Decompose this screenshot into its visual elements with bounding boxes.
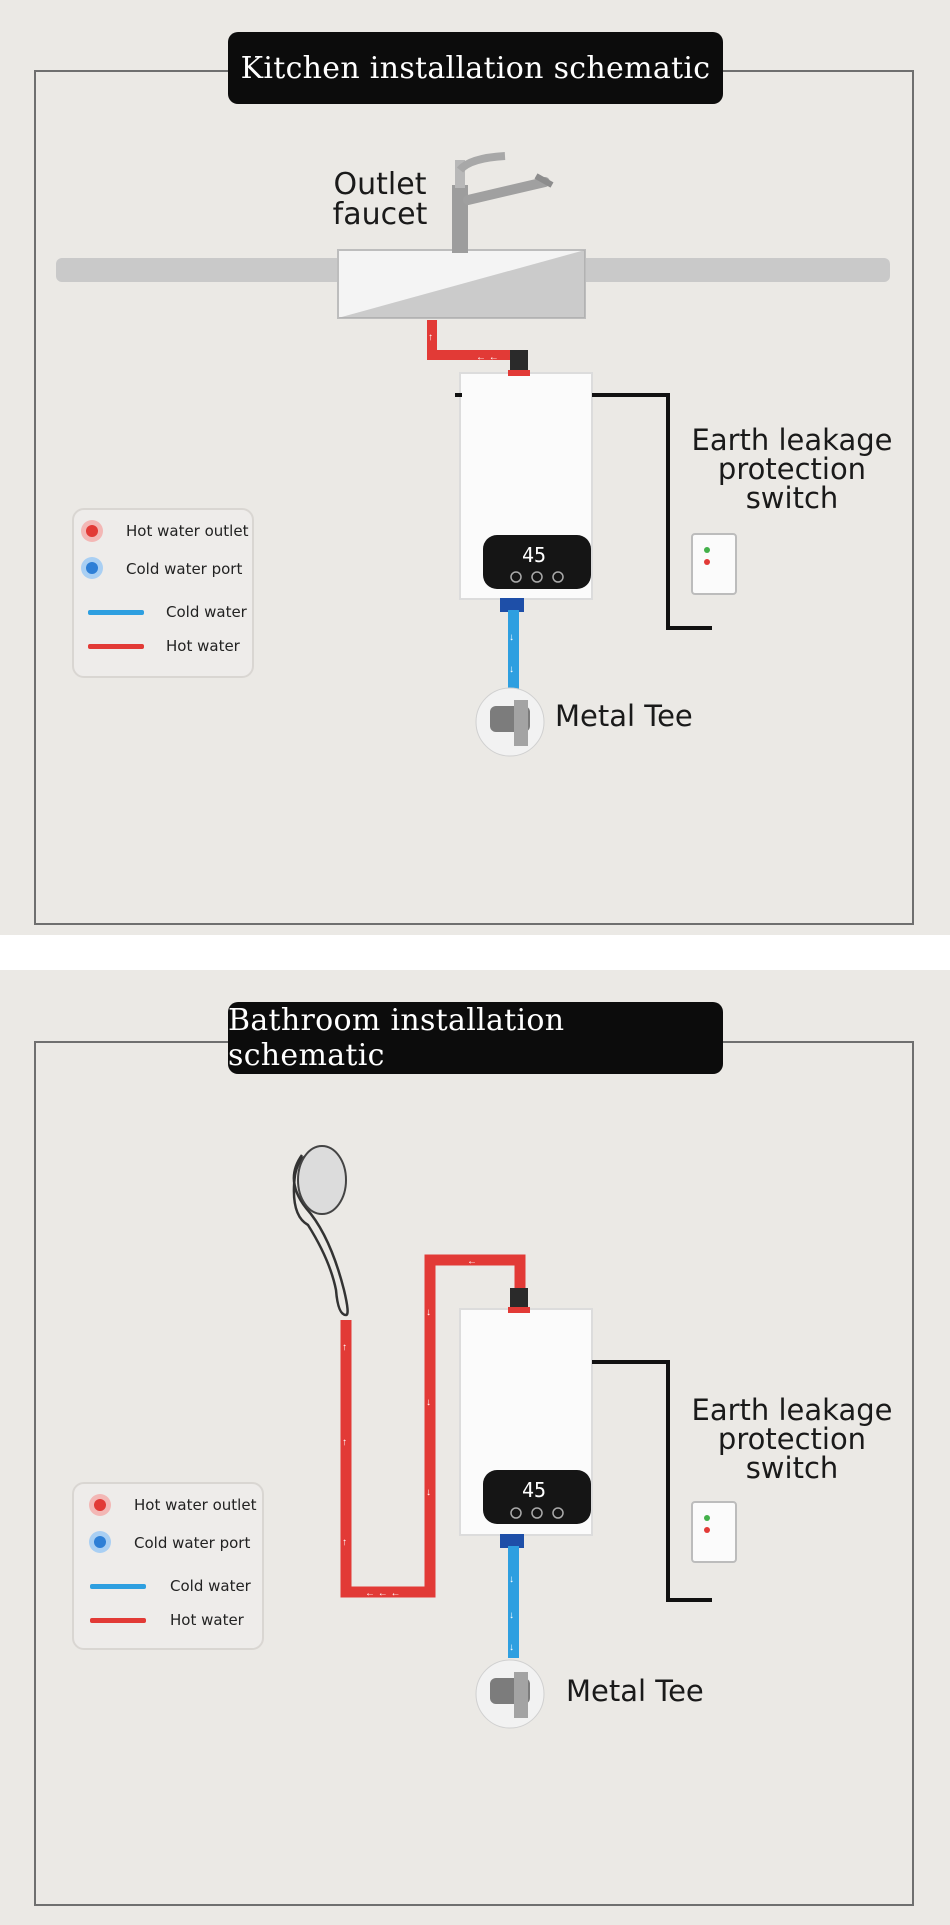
legend-cold-port: Cold water port (126, 560, 243, 578)
legend-hot-outlet: Hot water outlet (126, 522, 249, 540)
kitchen-cold-pipe (508, 610, 519, 690)
svg-text:↓: ↓ (509, 632, 514, 643)
svg-text:↓: ↓ (509, 664, 514, 675)
cold-water-swatch (88, 610, 144, 615)
kitchen-switch-icon (691, 533, 737, 595)
kitchen-title: Kitchen installation schematic (228, 32, 723, 104)
water-heater: 45 (459, 350, 593, 612)
bathroom-display: 45 (522, 1478, 546, 1502)
svg-text:↓: ↓ (426, 1307, 431, 1318)
bathroom-cold-pipe (508, 1546, 519, 1658)
kitchen-legend: Hot water outlet Cold water port Cold wa… (72, 508, 254, 678)
bathroom-switch-label: Earth leakage protection switch (691, 1393, 893, 1485)
svg-text:↑: ↑ (342, 1537, 347, 1548)
svg-text:↓: ↓ (426, 1487, 431, 1498)
bathroom-hot-pipe (340, 1254, 526, 1598)
legend-cold-water: Cold water (166, 603, 247, 621)
faucet-icon (452, 152, 554, 253)
bathroom-legend-cold-water: Cold water (170, 1577, 251, 1595)
bathroom-hot-water-outlet-icon (94, 1499, 106, 1511)
svg-text:↓: ↓ (509, 1610, 514, 1621)
bathroom-metal-tee-icon (475, 1659, 545, 1729)
svg-text:↑: ↑ (342, 1437, 347, 1448)
kitchen-metal-tee-icon (475, 687, 545, 757)
svg-text:←: ← (467, 1256, 477, 1267)
bathroom-cold-water-port-icon (94, 1536, 106, 1548)
bathroom-panel: Bathroom installation schematic ← ↓ ↓ ↓ … (0, 970, 950, 1925)
svg-text:↓: ↓ (426, 1397, 431, 1408)
bathroom-cold-water-swatch (90, 1584, 146, 1589)
bathroom-legend: Hot water outlet Cold water port Cold wa… (72, 1482, 264, 1650)
kitchen-switch-label: Earth leakage protection switch (691, 423, 893, 515)
svg-text:← ←: ← ← (476, 352, 499, 363)
legend-hot-water: Hot water (166, 637, 240, 655)
bathroom-legend-hot-water: Hot water (170, 1611, 244, 1629)
bathroom-hot-water-swatch (90, 1618, 146, 1623)
hot-water-outlet-icon (86, 525, 98, 537)
bathroom-legend-cold-port: Cold water port (134, 1534, 251, 1552)
kitchen-drawing: ← ← ↑ 45 ↓ ↓ (56, 152, 890, 757)
bathroom-tee-label: Metal Tee (566, 1674, 704, 1708)
cold-water-port-icon (86, 562, 98, 574)
bathroom-legend-hot-outlet: Hot water outlet (134, 1496, 257, 1514)
svg-text:↑: ↑ (428, 332, 433, 343)
kitchen-display: 45 (522, 543, 546, 567)
bathroom-drawing: ← ↓ ↓ ↓ ← ← ← ↑ ↑ ↑ 45 ↓ ↓ ↓ (292, 1145, 737, 1729)
kitchen-cable (592, 393, 712, 630)
faucet-label: Outlet faucet (332, 167, 428, 232)
svg-text:↓: ↓ (509, 1642, 514, 1653)
kitchen-tee-label: Metal Tee (555, 699, 693, 733)
kitchen-panel: Kitchen installation schematic ← ← ↑ 45 (0, 0, 950, 935)
shower-head-icon (292, 1145, 349, 1317)
svg-text:↑: ↑ (342, 1342, 347, 1353)
bathroom-water-heater: 45 (459, 1288, 593, 1548)
hot-water-swatch (88, 644, 144, 649)
svg-text:↓: ↓ (509, 1574, 514, 1585)
bathroom-switch-icon (691, 1501, 737, 1563)
bathroom-title: Bathroom installation schematic (228, 1002, 723, 1074)
bathroom-cable (592, 1360, 712, 1602)
svg-text:← ← ←: ← ← ← (365, 1588, 401, 1599)
